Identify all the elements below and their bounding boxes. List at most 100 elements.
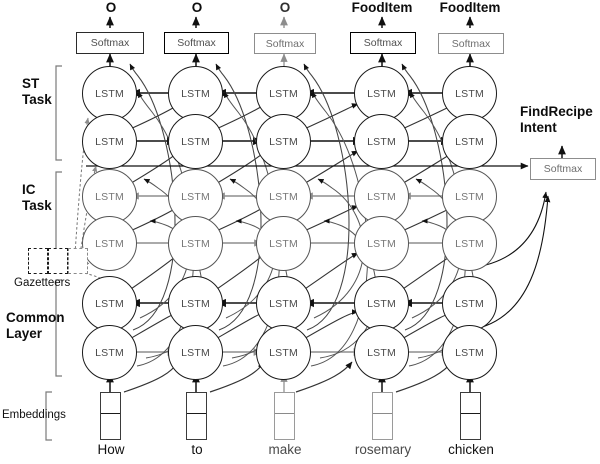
- lstm-node: LSTM: [82, 169, 137, 224]
- embedding-box: [274, 392, 295, 440]
- lstm-node: LSTM: [354, 169, 409, 224]
- lstm-node-label: LSTM: [181, 87, 210, 100]
- embedding-split: [461, 413, 480, 415]
- lstm-node-label: LSTM: [181, 297, 210, 310]
- output-text: FoodItem: [439, 0, 501, 15]
- input-word: rosemary: [336, 442, 430, 457]
- lstm-node-label: LSTM: [367, 87, 396, 100]
- softmax-box: Softmax: [438, 33, 504, 54]
- lstm-node-label: LSTM: [367, 297, 396, 310]
- embedding-box: [100, 392, 121, 440]
- lstm-node: LSTM: [168, 114, 223, 169]
- lstm-node: LSTM: [82, 216, 137, 271]
- lstm-node-label: LSTM: [95, 237, 124, 250]
- layer-label-st-task: ST Task: [22, 76, 52, 108]
- output-label: O: [96, 0, 126, 15]
- output-text: O: [191, 0, 203, 15]
- input-word-text: make: [268, 442, 302, 457]
- lstm-node: LSTM: [256, 325, 311, 380]
- intent-softmax-label: Softmax: [543, 163, 583, 175]
- lstm-node-label: LSTM: [95, 190, 124, 203]
- output-label: O: [182, 0, 212, 15]
- output-label: FoodItem: [330, 0, 434, 15]
- lstm-node-label: LSTM: [455, 87, 484, 100]
- lstm-node-label: LSTM: [367, 346, 396, 359]
- layer-label-line2: Task: [22, 197, 52, 213]
- intent-label-line1: FindRecipe: [520, 104, 593, 119]
- lstm-node: LSTM: [168, 66, 223, 121]
- layer-label-line2: Task: [22, 91, 52, 107]
- input-word: How: [80, 442, 142, 457]
- lstm-node-label: LSTM: [367, 135, 396, 148]
- intent-label: FindRecipe Intent: [520, 104, 593, 136]
- embedding-box: [186, 392, 207, 440]
- gazetteers-label: Gazetteers: [14, 277, 71, 289]
- softmax-label: Softmax: [363, 37, 403, 49]
- embedding-split: [101, 413, 120, 415]
- lstm-node: LSTM: [442, 66, 497, 121]
- lstm-node-label: LSTM: [95, 135, 124, 148]
- embedding-split: [187, 413, 206, 415]
- lstm-node: LSTM: [82, 325, 137, 380]
- lstm-node-label: LSTM: [181, 135, 210, 148]
- lstm-node: LSTM: [82, 114, 137, 169]
- lstm-node: LSTM: [442, 325, 497, 380]
- lstm-node: LSTM: [442, 169, 497, 224]
- layer-label-line1: IC: [22, 182, 36, 197]
- output-label: FoodItem: [418, 0, 522, 15]
- lstm-node: LSTM: [354, 216, 409, 271]
- lstm-node-label: LSTM: [181, 237, 210, 250]
- lstm-node-label: LSTM: [269, 297, 298, 310]
- softmax-label: Softmax: [451, 37, 491, 50]
- input-word: make: [250, 442, 320, 457]
- lstm-node: LSTM: [82, 276, 137, 331]
- input-word: to: [166, 442, 228, 457]
- softmax-box: Softmax: [76, 32, 144, 54]
- softmax-label: Softmax: [265, 37, 305, 50]
- softmax-box: Softmax: [350, 32, 416, 54]
- lstm-node-label: LSTM: [367, 237, 396, 250]
- gazetteer-cell: [28, 248, 48, 274]
- layer-label-common-layer: Common Layer: [6, 310, 65, 342]
- lstm-node-label: LSTM: [269, 87, 298, 100]
- layer-label-line1: ST: [22, 76, 40, 91]
- output-text: O: [279, 0, 291, 15]
- lstm-node: LSTM: [354, 325, 409, 380]
- lstm-node-label: LSTM: [269, 135, 298, 148]
- lstm-node-label: LSTM: [95, 297, 124, 310]
- lstm-node: LSTM: [442, 276, 497, 331]
- lstm-node: LSTM: [442, 114, 497, 169]
- layer-label-line1: Common: [6, 310, 65, 325]
- output-text: FoodItem: [351, 0, 413, 15]
- embeddings-label: Embeddings: [2, 409, 66, 421]
- input-word-text: chicken: [448, 442, 494, 457]
- lstm-node-label: LSTM: [269, 190, 298, 203]
- lstm-node: LSTM: [256, 169, 311, 224]
- lstm-node: LSTM: [256, 66, 311, 121]
- lstm-node: LSTM: [168, 169, 223, 224]
- embedding-split: [275, 413, 294, 415]
- intent-label-line2: Intent: [520, 120, 557, 136]
- input-word: chicken: [428, 442, 514, 457]
- lstm-node-label: LSTM: [269, 237, 298, 250]
- lstm-node: LSTM: [354, 276, 409, 331]
- softmax-label: Softmax: [177, 37, 216, 49]
- layer-label-line2: Layer: [6, 325, 43, 341]
- lstm-node: LSTM: [256, 114, 311, 169]
- lstm-node: LSTM: [168, 216, 223, 271]
- lstm-node: LSTM: [256, 276, 311, 331]
- output-text: O: [105, 0, 117, 15]
- lstm-node-label: LSTM: [269, 346, 298, 359]
- gazetteer-cell: [48, 248, 68, 274]
- lstm-node: LSTM: [256, 216, 311, 271]
- lstm-node-label: LSTM: [181, 190, 210, 203]
- softmax-label: Softmax: [90, 37, 130, 49]
- lstm-node-label: LSTM: [95, 346, 124, 359]
- lstm-node-label: LSTM: [455, 135, 484, 148]
- lstm-node: LSTM: [168, 325, 223, 380]
- lstm-node: LSTM: [354, 114, 409, 169]
- lstm-node: LSTM: [354, 66, 409, 121]
- lstm-node-label: LSTM: [455, 346, 484, 359]
- embedding-box: [460, 392, 481, 440]
